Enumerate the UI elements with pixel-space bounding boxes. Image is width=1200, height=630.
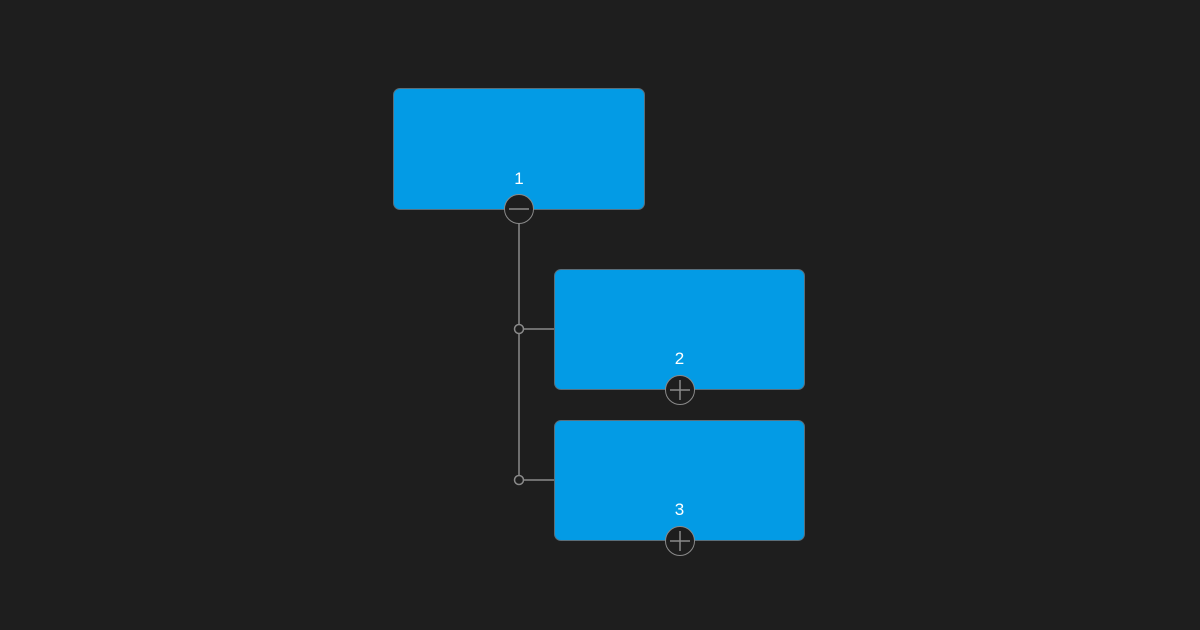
collapse-button[interactable] — [504, 194, 534, 224]
node-label: 3 — [674, 500, 685, 519]
plus-icon — [670, 380, 690, 400]
junction-dot-3 — [513, 474, 525, 486]
expand-button[interactable] — [665, 526, 695, 556]
node-label: 1 — [514, 169, 524, 188]
expand-button[interactable] — [665, 375, 695, 405]
tree-node-2[interactable]: 2 — [554, 269, 805, 390]
minus-icon — [509, 208, 529, 210]
plus-icon — [670, 531, 690, 551]
junction-dot-2 — [513, 323, 525, 335]
node-label: 2 — [674, 349, 685, 368]
tree-node-1[interactable]: 1 — [393, 88, 645, 210]
tree-node-3[interactable]: 3 — [554, 420, 805, 541]
